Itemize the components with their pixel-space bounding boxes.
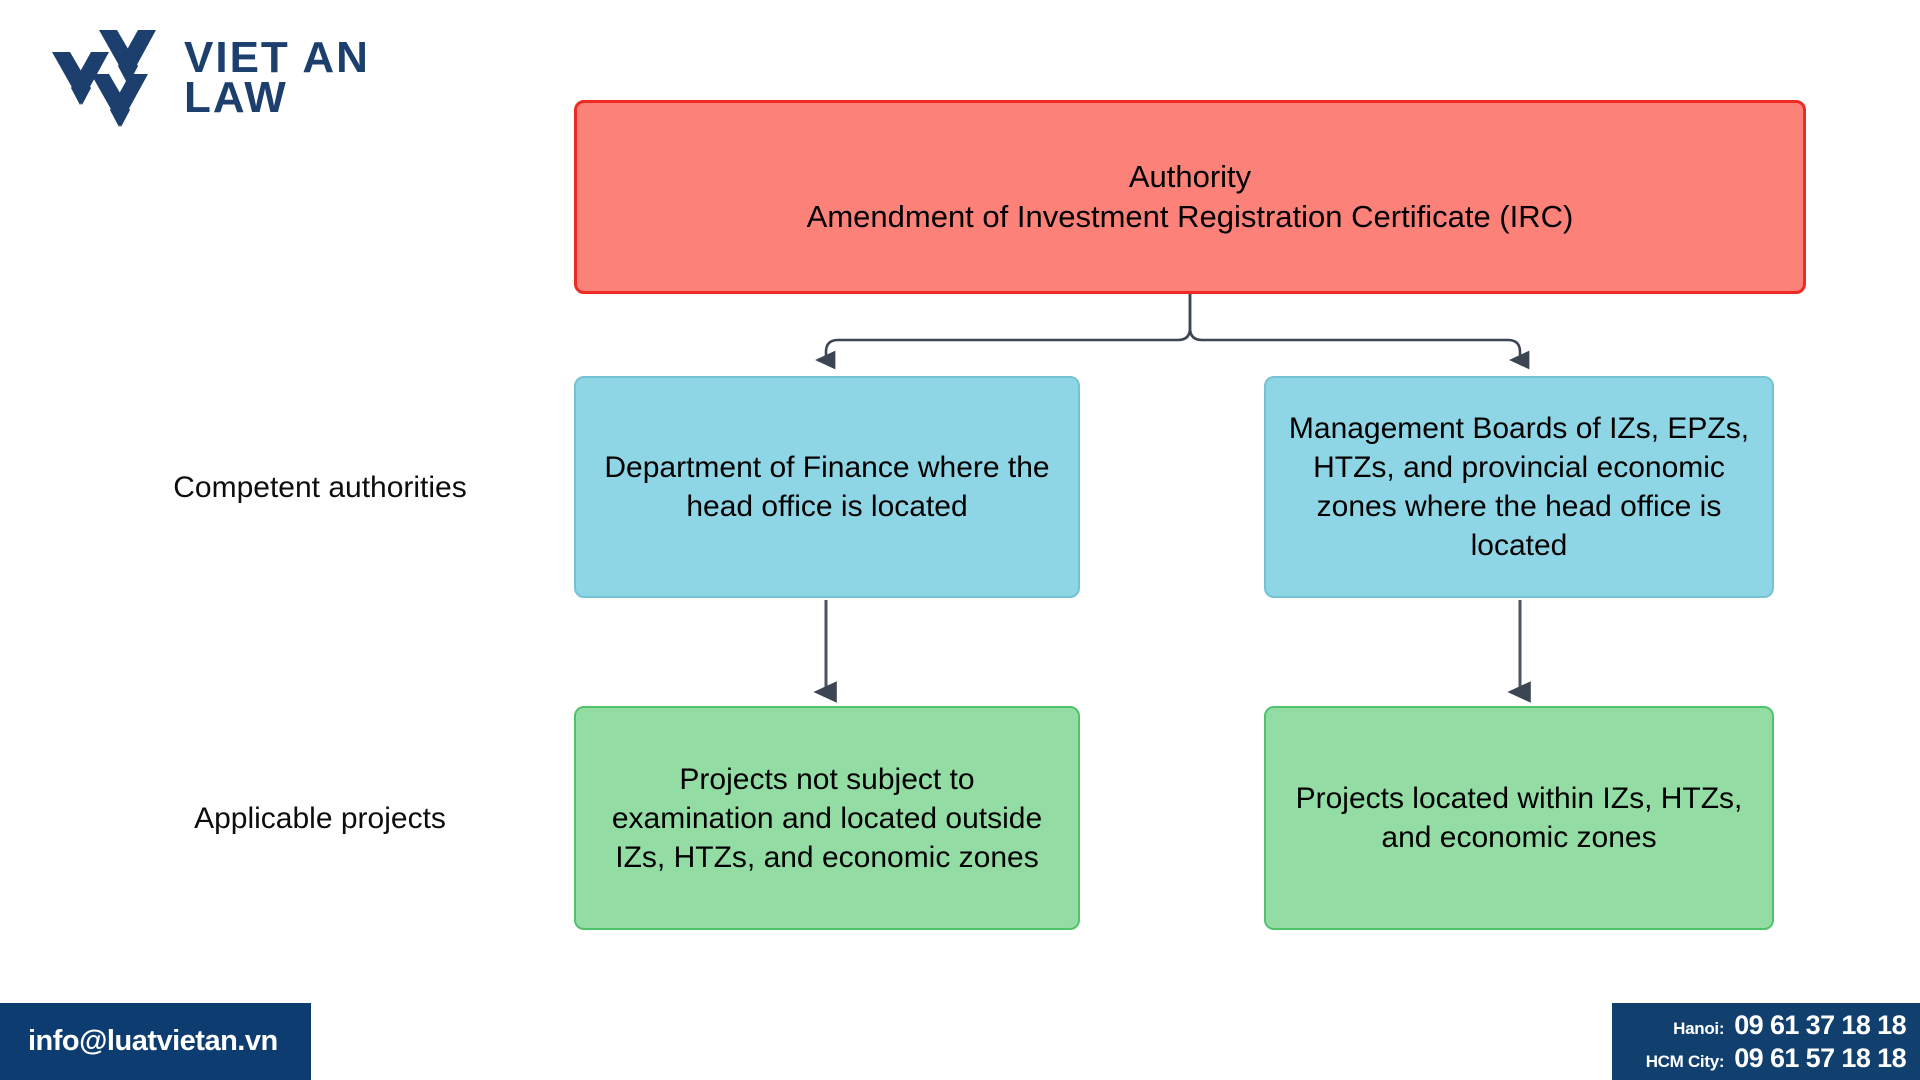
node-root-authority: Authority Amendment of Investment Regist… (574, 100, 1806, 294)
node-project-left: Projects not subject to examination and … (574, 706, 1080, 930)
root-title: Authority (1128, 158, 1252, 194)
node-authority-right: Management Boards of IZs, EPZs, HTZs, an… (1264, 376, 1774, 598)
root-subtitle: Amendment of Investment Registration Cer… (806, 199, 1574, 234)
phone-city-hanoi: Hanoi: (1673, 1018, 1725, 1038)
connector-root-to-right-authority (1188, 294, 1530, 370)
footer-email-text: info@luatvietan.vn (28, 1025, 278, 1057)
brand-logo: VIET AN LAW (44, 26, 370, 130)
phone-row-hanoi: Hanoi: 09 61 37 18 18 (1622, 1010, 1906, 1041)
row-label-competent-authorities: Competent authorities (173, 471, 467, 504)
phone-city-hcm: HCM City: (1645, 1051, 1725, 1071)
logo-text-line2: LAW (184, 73, 288, 122)
node-authority-left: Department of Finance where the head off… (574, 376, 1080, 598)
connector-root-to-left-authority (815, 294, 1192, 370)
row-label-applicable-projects: Applicable projects (194, 802, 446, 835)
footer-email-banner: info@luatvietan.vn (0, 1003, 311, 1080)
footer-phone-banner: Hanoi: 09 61 37 18 18 HCM City: 09 61 57… (1612, 1003, 1920, 1080)
node-project-right: Projects located within IZs, HTZs, and e… (1264, 706, 1774, 930)
phone-number-hanoi: 09 61 37 18 18 (1734, 1009, 1906, 1040)
logo-text-line1: VIET AN (184, 32, 370, 82)
viet-an-law-logo-icon (52, 30, 156, 127)
phone-row-hcm: HCM City: 09 61 57 18 18 (1622, 1042, 1907, 1074)
phone-number-hcm: 09 61 57 18 18 (1734, 1042, 1906, 1073)
